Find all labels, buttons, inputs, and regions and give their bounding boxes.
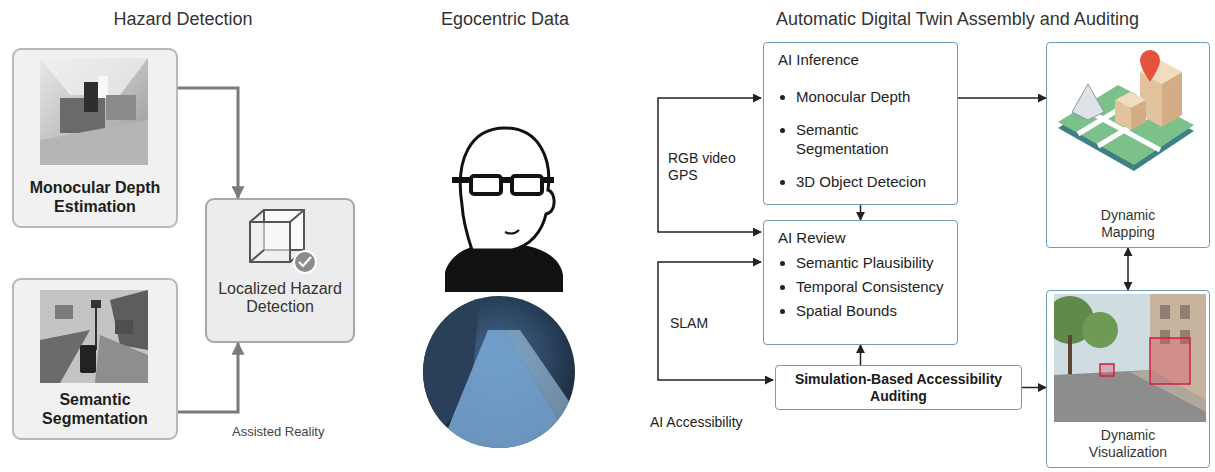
- seg-ground: [40, 290, 148, 383]
- city-map-illustration: [1058, 50, 1194, 171]
- depth-object: [60, 98, 105, 133]
- box-text: Dynamic Visualization: [1082, 427, 1174, 461]
- bullet-item: Spatial Bounds: [796, 301, 949, 320]
- flow-arrow: [178, 88, 238, 198]
- depth-object: [84, 82, 98, 112]
- hazard-box: [1100, 364, 1114, 376]
- process-box: Simulation-Based Accessibility Auditing: [775, 365, 1022, 410]
- seg-sign: [91, 300, 101, 308]
- bullet-list: Monocular DepthSemantic Segmentation 3D O…: [778, 87, 949, 191]
- glasses-lens: [512, 176, 542, 194]
- mouth: [505, 230, 519, 234]
- check-mark: [299, 257, 311, 266]
- section-heading: Automatic Digital Twin Assembly and Audi…: [705, 9, 1210, 31]
- flow-arrow: [860, 345, 862, 365]
- process-box: AI ReviewSemantic PlausibilityTemporal C…: [763, 220, 958, 345]
- caption-label: Assisted Reality: [232, 424, 372, 440]
- seg-region: [115, 320, 133, 334]
- shirt: [445, 246, 563, 292]
- input-label: RGB video GPS: [668, 150, 750, 184]
- map-building: [1115, 100, 1131, 130]
- box-heading: AI Inference: [778, 51, 949, 69]
- flow-arrow: [1127, 248, 1129, 290]
- flow-arrow: [860, 205, 862, 220]
- scene-window: [1160, 305, 1170, 319]
- view-curb: [505, 330, 575, 448]
- view-circle: [423, 296, 575, 448]
- section-heading: Hazard Detection: [63, 9, 303, 31]
- bullet-item: 3D Object Detecion: [796, 172, 949, 191]
- hazard-box: Localized Hazard Detection: [205, 198, 355, 343]
- input-arrow: [658, 262, 761, 320]
- box-text: Localized Hazard Detection: [215, 280, 345, 317]
- check-badge: [294, 251, 316, 273]
- box-fill: [12, 48, 178, 228]
- flow-arrow: [1022, 387, 1046, 389]
- scene-tree: [1082, 312, 1118, 348]
- scene-building: [1150, 294, 1206, 400]
- depth-object: [106, 95, 136, 120]
- box-fill: [12, 278, 178, 440]
- glasses-lens: [471, 176, 501, 194]
- flow-arrow: [178, 343, 238, 412]
- scene-window: [1180, 305, 1190, 319]
- scene-trunk: [1068, 335, 1072, 375]
- process-box: AI InferenceMonocular DepthSemantic Segm…: [763, 42, 958, 205]
- seg-region: [55, 305, 73, 319]
- box-text: Semantic Segmentation: [20, 390, 170, 428]
- bullet-list: Semantic PlausibilityTemporal Consistenc…: [778, 253, 949, 320]
- box-text: Dynamic Mapping: [1082, 207, 1174, 241]
- bullet-item: Semantic Plausibility: [796, 253, 949, 272]
- segmentation-image: [40, 290, 148, 383]
- box-heading: AI Review: [778, 229, 949, 247]
- map-building: [1162, 72, 1182, 127]
- output-box: Dynamic Visualization: [1046, 290, 1210, 468]
- hazard-box: [1150, 338, 1190, 384]
- section-heading: Egocentric Data: [405, 9, 605, 31]
- seg-region: [95, 335, 148, 383]
- map-pin: [1140, 50, 1160, 82]
- bullet-item: Monocular Depth: [796, 87, 949, 106]
- seg-region: [110, 290, 148, 350]
- depth-ground: [40, 58, 148, 165]
- output-box: Dynamic Mapping: [1046, 42, 1210, 248]
- egocentric-view: [423, 296, 575, 448]
- depth-map-image: [40, 58, 148, 165]
- box-text: Monocular Depth Estimation: [20, 178, 170, 216]
- input-brackets: [658, 98, 773, 380]
- flow-arrow: [958, 97, 1046, 99]
- input-label: AI Accessibility: [650, 414, 760, 431]
- head: [460, 128, 554, 250]
- bullet-item: Semantic Segmentation: [796, 120, 949, 158]
- map-building: [1131, 100, 1146, 130]
- image-box: Semantic Segmentation: [12, 278, 178, 440]
- street-scene-illustration: [1054, 294, 1206, 422]
- map-building: [1072, 84, 1104, 120]
- depth-object: [98, 76, 108, 98]
- box-fill: [205, 198, 355, 343]
- depth-floor: [40, 120, 148, 165]
- person-figure: [445, 128, 563, 292]
- image-box: Monocular Depth Estimation: [12, 48, 178, 228]
- bullet-item: Temporal Consistency: [796, 277, 949, 296]
- cube-check-icon: [250, 210, 316, 273]
- box-text: Simulation-Based Accessibility Auditing: [782, 371, 1015, 405]
- input-label: SLAM: [670, 315, 730, 332]
- seg-bin: [80, 345, 96, 373]
- view-sidewalk: [440, 330, 575, 448]
